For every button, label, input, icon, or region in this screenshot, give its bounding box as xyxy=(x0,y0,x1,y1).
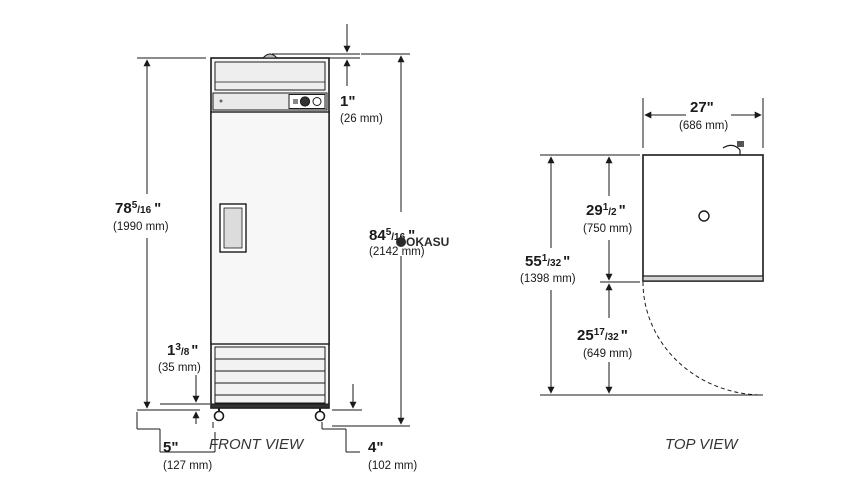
open-depth-label: 551/32" xyxy=(525,253,570,270)
left-caster-metric: (127 mm) xyxy=(163,460,212,472)
thermostat-light-icon xyxy=(312,97,322,106)
overall-height-label: 785/16" xyxy=(115,200,161,217)
top-depth-metric: (750 mm) xyxy=(583,223,632,235)
open-depth-metric: (1398 mm) xyxy=(520,273,576,285)
door-swing-arc xyxy=(642,281,764,396)
top-door-edge xyxy=(642,275,764,282)
top-view-title: TOP VIEW xyxy=(665,436,739,453)
front-dimensions xyxy=(136,24,410,453)
top-gap-label: 1" xyxy=(340,93,355,110)
indicator-dot-icon xyxy=(219,99,223,103)
power-cord-icon xyxy=(722,144,741,155)
top-dimensions xyxy=(540,98,764,396)
right-caster-label: 4" xyxy=(368,439,383,456)
overall-height-metric: (1990 mm) xyxy=(113,221,169,233)
right-caster-metric: (102 mm) xyxy=(368,460,417,472)
caster-right xyxy=(314,408,326,422)
left-caster-label: 5" xyxy=(163,439,178,456)
top-view xyxy=(642,141,764,396)
caster-left xyxy=(213,408,225,422)
top-knob xyxy=(261,53,279,59)
top-depth-label: 291/2" xyxy=(586,202,626,219)
front-view xyxy=(210,53,330,422)
base-rail xyxy=(210,403,330,409)
top-width-metric: (686 mm) xyxy=(679,120,728,132)
top-vent-icon xyxy=(698,210,710,222)
bottom-clearance-label: 13/8" xyxy=(167,342,198,359)
door-swing-metric: (649 mm) xyxy=(583,348,632,360)
door-swing-label: 2517/32" xyxy=(577,327,628,344)
top-gap-metric: (26 mm) xyxy=(340,113,383,125)
svg-text:OKASU: OKASU xyxy=(406,235,449,249)
watermark-logo: OKASU xyxy=(396,235,449,249)
thermostat-dial-icon xyxy=(299,96,311,107)
kick-plate xyxy=(214,346,326,404)
height-with-top-metric: (2142 mm) xyxy=(369,246,425,258)
top-grille xyxy=(214,61,326,91)
top-width-label: 27" xyxy=(690,99,714,116)
bottom-clearance-metric: (35 mm) xyxy=(158,362,201,374)
front-view-title: FRONT VIEW xyxy=(209,436,305,453)
